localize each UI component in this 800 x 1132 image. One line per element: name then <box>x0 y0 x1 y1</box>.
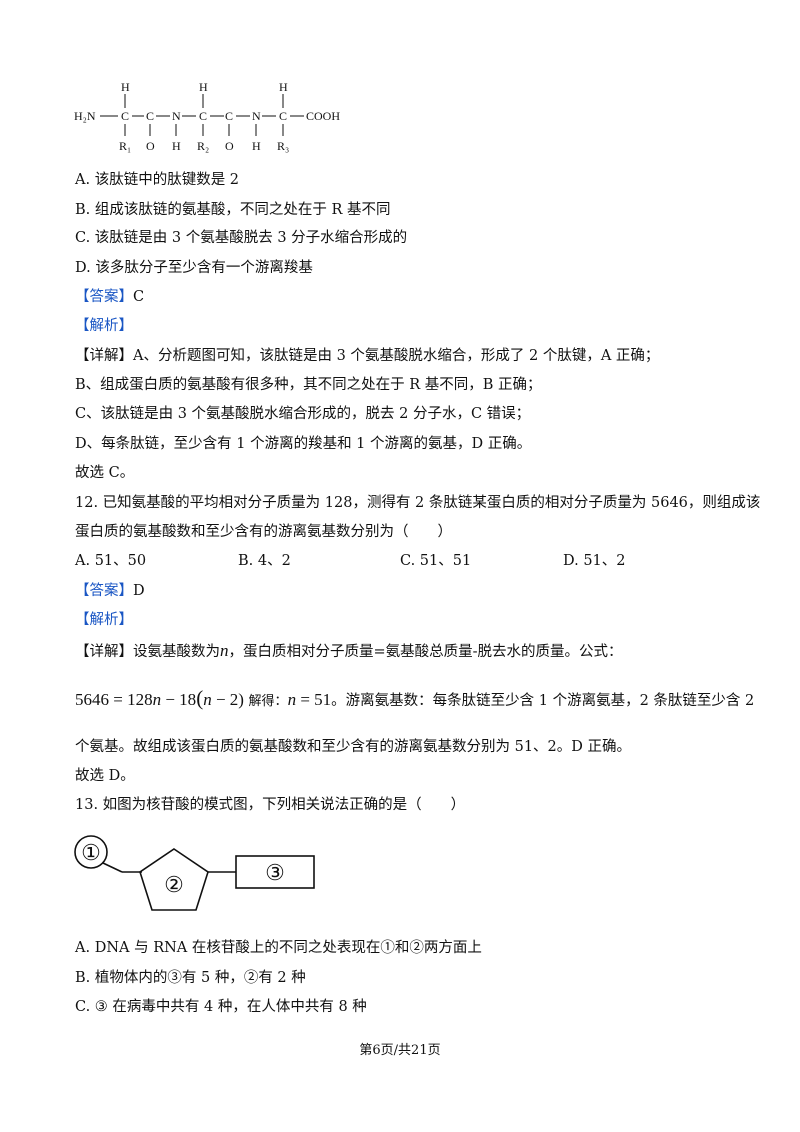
atom-c1: C <box>121 109 129 123</box>
answer-value: D <box>133 583 145 599</box>
peptide-structure-diagram: H₂N C C N C C N C COOH H H H R₁ O H R₂ O… <box>74 80 340 153</box>
atom-n2: N <box>252 109 261 123</box>
phosphate-label: ① <box>81 840 101 865</box>
page-footer: 第6页/共21页 <box>359 1043 441 1058</box>
atom-c2: C <box>146 109 154 123</box>
answer-value: C <box>133 289 145 305</box>
atom-c5: C <box>279 109 287 123</box>
atom-o1: O <box>146 139 155 153</box>
q11-option-b: B. 组成该肽链的氨基酸，不同之处在于 R 基不同 <box>75 202 391 218</box>
q12-conclusion: 故选 D。 <box>75 768 135 784</box>
q12-stem-line1: 12. 已知氨基酸的平均相对分子质量为 128，测得有 2 条肽链某蛋白质的相对… <box>75 495 761 511</box>
q13-stem: 13. 如图为核苷酸的模式图，下列相关说法正确的是（ ） <box>75 797 466 813</box>
q11-detail-1: 【详解】A、分析题图可知，该肽链是由 3 个氨基酸脱水缩合，形成了 2 个肽键，… <box>75 348 660 364</box>
pentose-label: ② <box>164 872 184 897</box>
q13-option-c: C. ③ 在病毒中共有 4 种，在人体中共有 8 种 <box>75 999 367 1015</box>
q12-detail: 【详解】设氨基酸数为n，蛋白质相对分子质量=氨基酸总质量-脱去水的质量。公式： <box>75 641 623 662</box>
atom-n1: N <box>172 109 181 123</box>
q12-stem-line2: 蛋白质的氨基酸数和至少含有的游离氨基数分别为（ ） <box>75 524 452 540</box>
q12-option-c: C. 51、51 <box>400 553 472 569</box>
detail-suffix: ，蛋白质相对分子质量=氨基酸总质量-脱去水的质量。公式： <box>228 644 623 660</box>
amino-group-label: H₂N <box>74 109 96 123</box>
atom-o2: O <box>225 139 234 153</box>
q11-detail-3: C、该肽链是由 3 个氨基酸脱水缩合形成的，脱去 2 分子水，C 错误； <box>75 406 531 422</box>
q11-option-d: D. 该多肽分子至少含有一个游离羧基 <box>75 260 313 276</box>
answer-tag: 【答案】 <box>75 289 133 305</box>
detail-prefix: 【详解】设氨基酸数为 <box>75 644 220 660</box>
r2-label: R₂ <box>197 139 209 153</box>
atom-h-top1: H <box>121 80 130 94</box>
q13-option-a: A. DNA 与 RNA 在核苷酸上的不同之处表现在①和②两方面上 <box>75 940 482 956</box>
variable-n: n <box>220 641 229 660</box>
q11-detail-4: D、每条肽链，至少含有 1 个游离的羧基和 1 个游离的氨基，D 正确。 <box>75 436 532 452</box>
q12-option-a: A. 51、50 <box>75 553 147 569</box>
atom-h-top3: H <box>279 80 288 94</box>
r1-label: R₁ <box>119 139 131 153</box>
r3-label: R₃ <box>277 139 289 153</box>
solve-text: 解得： <box>248 694 288 709</box>
q12-answer: 【答案】D <box>75 581 145 601</box>
q13-option-b: B. 植物体内的③有 5 种，②有 2 种 <box>75 970 306 986</box>
atom-c3: C <box>199 109 207 123</box>
atom-c4: C <box>225 109 233 123</box>
solution: n = 51 <box>287 690 332 709</box>
equation: 5646 = 128n − 18(n − 2) <box>75 686 244 710</box>
q11-option-a: A. 该肽链中的肽键数是 2 <box>75 172 240 188</box>
nucleotide-diagram: ① ② ③ <box>74 835 315 911</box>
q11-analysis-tag: 【解析】 <box>75 318 133 334</box>
q12-option-d: D. 51、2 <box>563 553 626 569</box>
answer-tag: 【答案】 <box>75 583 133 599</box>
q12-equation-line: 5646 = 128n − 18(n − 2) 解得：n = 51。游离氨基数：… <box>75 686 754 714</box>
atom-h-n1: H <box>172 139 181 153</box>
q11-detail-2: B、组成蛋白质的氨基酸有很多种，其不同之处在于 R 基不同，B 正确； <box>75 377 542 393</box>
q12-continuation: 个氨基。故组成该蛋白质的氨基酸数和至少含有的游离氨基数分别为 51、2。D 正确… <box>75 739 632 755</box>
carboxyl-group-label: COOH <box>306 109 340 123</box>
q11-option-c: C. 该肽链是由 3 个氨基酸脱去 3 分子水缩合形成的 <box>75 230 408 246</box>
atom-h-n2: H <box>252 139 261 153</box>
base-label: ③ <box>265 860 285 885</box>
q12-analysis-tag: 【解析】 <box>75 612 133 628</box>
q11-conclusion: 故选 C。 <box>75 465 135 481</box>
q11-answer: 【答案】C <box>75 287 144 307</box>
atom-h-top2: H <box>199 80 208 94</box>
after-solve-text: 。游离氨基数：每条肽链至少含 1 个游离氨基，2 条肽链至少含 2 <box>331 693 755 709</box>
q12-option-b: B. 4、2 <box>238 553 291 569</box>
